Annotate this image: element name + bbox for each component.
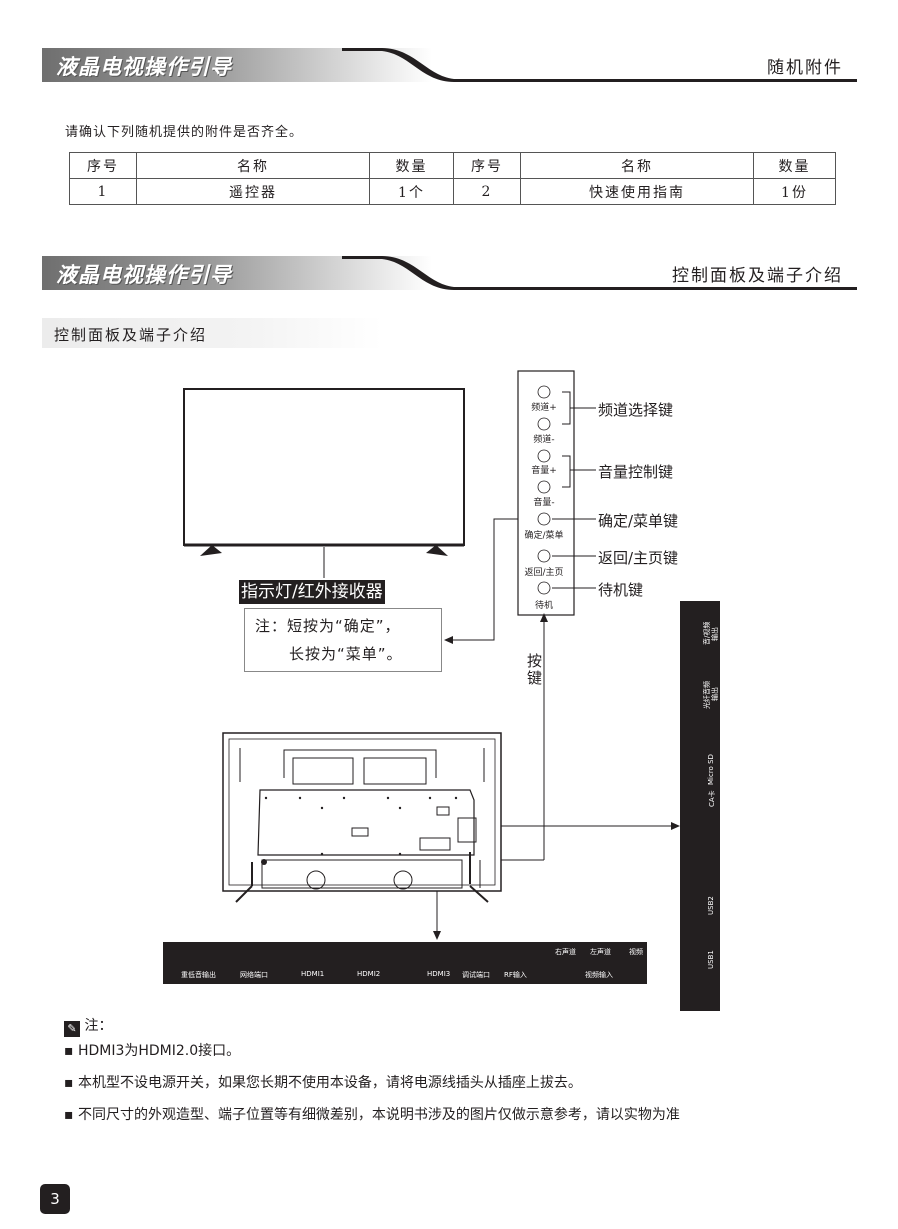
port-label-video: 视频 [629, 948, 643, 956]
port-label-rf: RF输入 [504, 971, 527, 979]
bottom-ports-panel: 重低音输出 网络端口 HDMI1 HDMI2 HDMI3 调试端口 RF输入 右… [163, 942, 647, 984]
arrowhead [540, 613, 548, 622]
notes-heading: ✎ 注： [64, 1015, 112, 1037]
port-label-optical-2: 输出 [711, 687, 719, 701]
subheading-text: 控制面板及端子介绍 [54, 326, 208, 344]
ok-menu-key-label: 确定/菜单键 [598, 512, 679, 530]
port-label-right-audio: 右声道 [555, 948, 576, 956]
band-title: 液晶电视操作引导 [56, 262, 232, 287]
button-label-ch-up: 频道+ [531, 403, 557, 413]
page-number: 3 [40, 1184, 70, 1214]
port-label-ca-card: CA卡 [708, 790, 716, 807]
notes-heading-text: 注： [84, 1018, 113, 1034]
table-header: 数量 [369, 152, 454, 179]
button-label-standby: 待机 [534, 601, 553, 611]
port-label-av-input: 视频输入 [585, 971, 613, 979]
note-line-2: 长按为“菜单”。 [289, 645, 403, 663]
band-section-name: 随机附件 [767, 58, 843, 78]
side-ports-panel: 音/视频 输出 光纤音频 输出 Micro SD CA卡 USB2 USB1 [680, 601, 720, 1011]
accessories-table: 序号 名称 数量 序号 名称 数量 1 遥控器 1个 2 快速使用指南 1份 [69, 152, 836, 205]
arrowhead [444, 636, 453, 644]
header-band-curve [342, 256, 857, 290]
band-title: 液晶电视操作引导 [56, 54, 232, 79]
table-header-row: 序号 名称 数量 序号 名称 数量 [69, 152, 836, 179]
button-label-vol-up: 音量+ [531, 466, 557, 476]
table-cell: 快速使用指南 [520, 178, 754, 205]
back-home-key-label: 返回/主页键 [598, 549, 679, 567]
port-label-hdmi3: HDMI3 [427, 970, 451, 978]
indicator-ir-label: 指示灯/红外接收器 [239, 580, 385, 604]
subheading: 控制面板及端子介绍 [42, 318, 382, 348]
table-cell: 1 [69, 178, 137, 205]
port-label-usb1: USB1 [707, 950, 715, 969]
pencil-icon: ✎ [64, 1021, 80, 1037]
note-line-1: 注：短按为“确定”， [255, 617, 401, 635]
table-row: 1 遥控器 1个 2 快速使用指南 1份 [69, 178, 836, 205]
tv-front-illustration [183, 388, 465, 578]
port-label-micro-sd: Micro SD [707, 754, 715, 785]
rear-screws [261, 796, 458, 865]
arrowhead [433, 931, 441, 940]
intro-text: 请确认下列随机提供的附件是否齐全。 [65, 125, 304, 140]
table-cell: 1份 [753, 178, 836, 205]
note-item: ▪ 不同尺寸的外观造型、端子位置等有细微差别，本说明书涉及的图片仅做示意参考，请… [64, 1107, 680, 1123]
header-band-accessories: 液晶电视操作引导 随机附件 [42, 48, 857, 82]
button-label-vol-down: 音量- [533, 498, 555, 508]
arrowhead [671, 822, 680, 830]
note-box: 注：短按为“确定”， 长按为“菜单”。 [244, 608, 442, 672]
button-label-back-home: 返回/主页 [524, 568, 564, 578]
channel-key-label: 频道选择键 [598, 401, 674, 419]
port-label-subwoofer: 重低音输出 [181, 971, 216, 979]
table-cell: 1个 [369, 178, 454, 205]
table-cell: 2 [453, 178, 521, 205]
table-header: 名称 [520, 152, 754, 179]
leader-lines [436, 391, 672, 933]
volume-key-label: 音量控制键 [598, 463, 674, 481]
header-band-curve [342, 48, 857, 82]
button-strip [517, 370, 575, 616]
port-label-left-audio: 左声道 [590, 948, 611, 956]
note-item: ▪ 本机型不设电源开关，如果您长期不使用本设备，请将电源线插头从插座上拔去。 [64, 1075, 582, 1091]
button-label-ch-down: 频道- [533, 435, 555, 445]
table-header: 序号 [453, 152, 521, 179]
standby-key-label: 待机键 [598, 581, 644, 599]
port-label-hdmi1: HDMI1 [301, 970, 325, 978]
port-label-coax-2: 输出 [711, 627, 719, 641]
port-label-network: 网络端口 [240, 971, 268, 979]
band-section-name: 控制面板及端子介绍 [672, 266, 843, 286]
button-label-ok-menu: 确定/菜单 [524, 531, 564, 541]
table-header: 数量 [753, 152, 836, 179]
keys-label-1: 按 [527, 652, 543, 670]
tv-rear-illustration [222, 732, 502, 903]
port-label-hdmi2: HDMI2 [357, 970, 381, 978]
keys-label-2: 键 [527, 669, 543, 687]
port-label-usb2: USB2 [707, 896, 715, 915]
note-item: ▪ HDMI3为HDMI2.0接口。 [64, 1043, 241, 1059]
table-cell: 遥控器 [136, 178, 370, 205]
header-band-control-panel: 液晶电视操作引导 控制面板及端子介绍 [42, 256, 857, 290]
port-label-debug: 调试端口 [462, 971, 490, 979]
